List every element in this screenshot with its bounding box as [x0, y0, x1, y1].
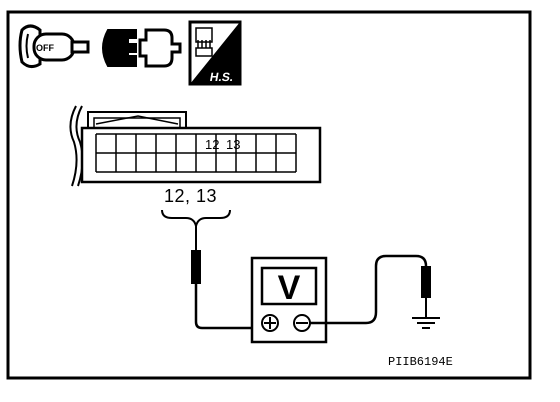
positive-probe: [191, 226, 266, 330]
harness-connector-hs-icon: [188, 20, 242, 86]
diagram-code: PIIB6194E: [388, 355, 453, 369]
harness-connector: [69, 105, 322, 187]
ignition-off-label: OFF: [36, 43, 54, 53]
connector-pin-13: 13: [226, 137, 241, 152]
connector-pin-12: 12: [205, 137, 220, 152]
ignition-off-icon: [18, 24, 90, 69]
ground-icon: [412, 317, 440, 329]
ground-probe: [310, 254, 431, 325]
voltmeter: [250, 256, 328, 344]
hs-label: H.S.: [208, 70, 235, 84]
probe-pins-label: 12, 13: [164, 186, 218, 206]
voltmeter-label: V: [277, 269, 301, 307]
connector-disconnect-icon: [102, 28, 182, 68]
